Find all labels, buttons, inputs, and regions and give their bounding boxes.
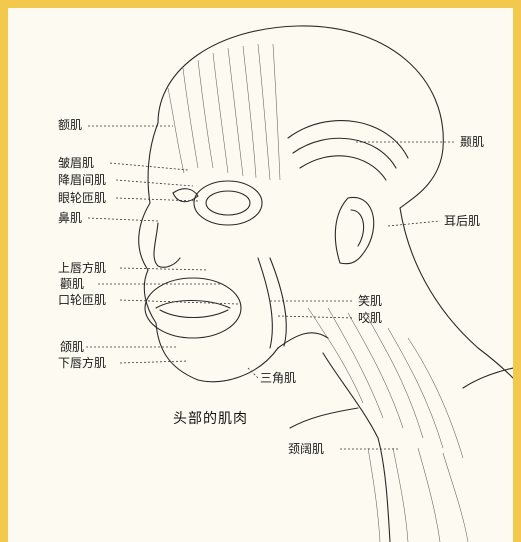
label-orbicularis-oculi: 眼轮匝肌 [58, 191, 106, 205]
label-triangularis: 三角肌 [260, 371, 296, 385]
label-masseter: 咬肌 [358, 311, 382, 325]
label-frontalis: 额肌 [58, 118, 82, 132]
figure-caption: 头部的肌肉 [173, 408, 248, 428]
label-platysma: 颈阔肌 [288, 442, 324, 456]
label-temporalis: 颞肌 [460, 135, 484, 149]
label-nasalis: 鼻肌 [58, 211, 82, 225]
nose [154, 223, 180, 267]
label-corrugator: 皱眉肌 [58, 156, 94, 170]
right-eye [194, 181, 262, 225]
skull-outline [158, 26, 443, 208]
face-profile [139, 123, 278, 382]
ear [335, 197, 373, 263]
label-orbicularis-oris: 口轮匝肌 [58, 293, 106, 307]
label-procerus: 降眉间肌 [58, 173, 106, 187]
illustration-frame: 额肌 皱眉肌 降眉间肌 眼轮匝肌 鼻肌 上唇方肌 颧肌 口轮匝肌 颌肌 下唇方肌… [8, 8, 513, 542]
label-quadratus-labii-inferioris: 下唇方肌 [58, 356, 106, 370]
mouth [145, 278, 241, 338]
label-quadratus-labii-superioris: 上唇方肌 [58, 261, 106, 275]
label-risorius: 笑肌 [358, 294, 382, 308]
label-auricularis-posterior: 耳后肌 [444, 214, 480, 228]
neck-front [323, 353, 390, 542]
label-zygomaticus: 颧肌 [60, 277, 84, 291]
head-muscle-illustration [8, 8, 513, 542]
label-mentalis: 颌肌 [60, 340, 84, 354]
